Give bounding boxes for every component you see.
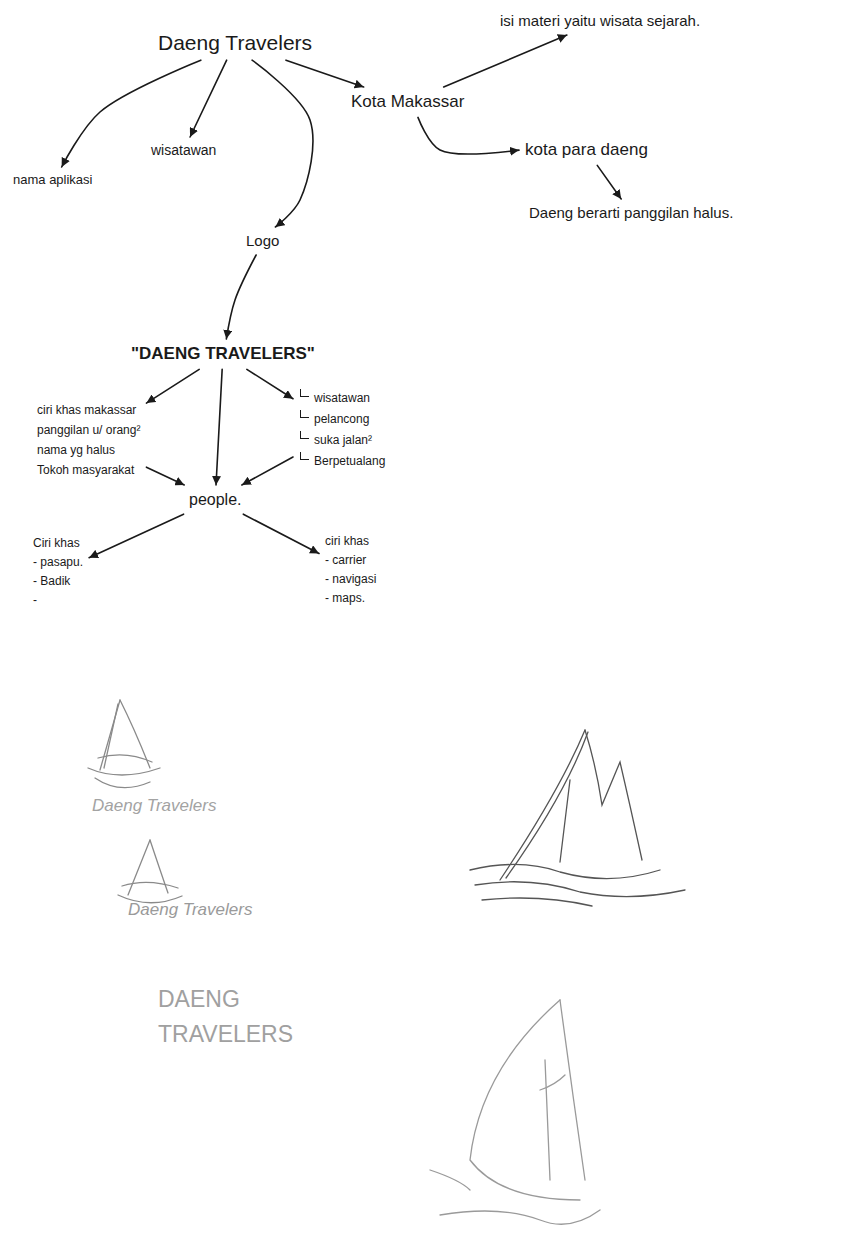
mindmap-node: Kota Makassar: [348, 90, 467, 114]
mindmap-node: ciri khas makassarpanggilan u/ orang²nam…: [34, 398, 143, 482]
mindmap-node: nama aplikasi: [10, 170, 96, 190]
arrow-connector: [286, 60, 364, 87]
node-text: people.: [189, 490, 242, 509]
mindmap-node: Daeng Travelers: [155, 28, 315, 57]
arrow-connector: [597, 165, 621, 199]
mindmap-node: wisatawanpelancongsuka jalan²Berpetualan…: [296, 386, 388, 474]
node-text: wisatawan: [151, 142, 216, 159]
arrow-connector: [444, 35, 567, 87]
arrow-connector: [89, 514, 184, 558]
node-text: - maps.: [325, 589, 376, 608]
node-text: pelancong: [314, 409, 385, 430]
node-text: Ciri khas: [33, 534, 83, 553]
node-text: - Badik: [33, 572, 83, 591]
node-text: ciri khas makassar: [37, 400, 140, 420]
arrow-connector: [418, 117, 519, 154]
sail-sketch: [88, 700, 160, 788]
sketch-caption: Daeng Travelers: [128, 897, 252, 923]
arrow-connector: [247, 369, 293, 398]
mindmap-node: Logo: [243, 230, 282, 252]
node-text: wisatawan: [314, 388, 385, 409]
node-text: - carrier: [325, 551, 376, 570]
node-text: nama yg halus: [37, 440, 140, 460]
arrow-connector: [190, 60, 227, 137]
node-text: nama aplikasi: [13, 172, 93, 188]
mindmap-node: Ciri khas- pasapu.- Badik-: [30, 532, 86, 612]
mindmap-node: ciri khas- carrier- navigasi- maps.: [322, 530, 379, 610]
node-text: Daeng berarti panggilan halus.: [529, 204, 733, 222]
sketch-caption: DAENG TRAVELERS: [158, 982, 288, 1051]
mindmap-node: wisatawan: [148, 140, 219, 161]
node-text: panggilan u/ orang²: [37, 420, 140, 440]
arrow-connector: [242, 457, 293, 485]
sail-sketch: [430, 1000, 600, 1224]
mindmap-node: isi materi yaitu wisata sejarah.: [497, 10, 703, 32]
node-text: kota para daeng: [525, 140, 648, 160]
node-text: "DAENG TRAVELERS": [131, 344, 315, 364]
node-text: Logo: [246, 232, 279, 250]
node-text: - navigasi: [325, 570, 376, 589]
arrow-connector: [243, 514, 319, 553]
mindmap-node: kota para daeng: [522, 138, 651, 162]
node-text: Daeng Travelers: [158, 30, 312, 55]
node-text: Tokoh masyarakat: [37, 460, 140, 480]
node-text: - pasapu.: [33, 553, 83, 572]
node-text: -: [33, 591, 83, 610]
mindmap-node: Daeng berarti panggilan halus.: [526, 202, 736, 224]
node-text: suka jalan²: [314, 430, 385, 451]
node-text: isi materi yaitu wisata sejarah.: [500, 12, 700, 30]
arrow-connector: [146, 369, 199, 403]
arrow-connector: [252, 60, 313, 227]
node-text: ciri khas: [325, 532, 376, 551]
arrow-connector: [216, 369, 222, 485]
mindmap-node: "DAENG TRAVELERS": [128, 342, 318, 366]
mindmap-node: people.: [186, 488, 245, 511]
arrow-connector: [226, 255, 256, 339]
node-text: Berpetualang: [314, 451, 385, 472]
node-text: Kota Makassar: [351, 92, 464, 112]
sail-wave-sketch: [470, 730, 685, 906]
arrow-connector: [146, 467, 184, 485]
sail-sketch: [118, 840, 182, 903]
sketch-caption: Daeng Travelers: [92, 793, 216, 819]
